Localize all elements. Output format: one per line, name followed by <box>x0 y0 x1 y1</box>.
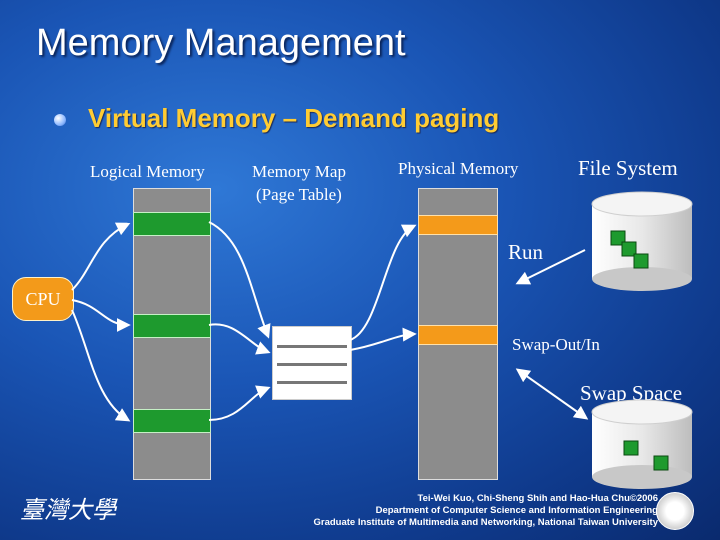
memory-map-label-line1: Memory Map <box>252 162 346 181</box>
slide-subtitle: Virtual Memory – Demand paging <box>88 103 500 133</box>
logical-page-1 <box>133 212 211 236</box>
physical-frame-1 <box>418 215 498 235</box>
file-system-label: File System <box>578 156 678 180</box>
logical-page-2 <box>133 314 211 338</box>
cpu-box: CPU <box>12 277 74 321</box>
page-to-table-arrow-1 <box>208 221 271 339</box>
page-to-table-arrow-3 <box>208 385 271 421</box>
table-to-frame-arrow-2 <box>349 327 417 351</box>
credit-line-3: Graduate Institute of Multimedia and Net… <box>313 517 658 528</box>
swap-out-in-arrow <box>515 368 589 420</box>
university-logo: 臺灣大學 <box>20 496 116 524</box>
credit-block: Tei-Wei Kuo, Chi-Sheng Shih and Hao-Hua … <box>313 493 658 529</box>
cpu-to-page-arrow-mid <box>71 299 131 332</box>
cpu-to-page-arrow-top <box>71 222 131 291</box>
slide-title: Memory Management <box>36 22 406 64</box>
run-arrow <box>515 249 586 285</box>
logical-memory-label: Logical Memory <box>90 162 205 181</box>
table-to-frame-arrow-1 <box>349 224 417 341</box>
disk-cylinder-icon <box>591 191 693 291</box>
swap-space-label: Swap Space <box>580 381 683 405</box>
logical-page-3 <box>133 409 211 433</box>
physical-frame-2 <box>418 325 498 345</box>
credit-line-1: Tei-Wei Kuo, Chi-Sheng Shih and Hao-Hua … <box>417 493 658 504</box>
run-label: Run <box>508 240 544 264</box>
credit-line-2: Department of Computer Science and Infor… <box>375 505 658 516</box>
bullet-icon <box>54 114 66 126</box>
page-table-entry <box>277 363 347 366</box>
page-table <box>272 326 352 400</box>
page-table-entry <box>277 381 347 384</box>
physical-memory-label: Physical Memory <box>398 159 519 178</box>
disk-cylinder-icon <box>591 399 693 489</box>
memory-map-label-line2: (Page Table) <box>256 185 342 204</box>
university-seal-icon <box>656 492 694 530</box>
page-to-table-arrow-2 <box>208 323 271 355</box>
cpu-to-page-arrow-bottom <box>71 309 131 422</box>
page-table-entry <box>277 345 347 348</box>
swap-out-in-label: Swap-Out/In <box>512 335 600 354</box>
